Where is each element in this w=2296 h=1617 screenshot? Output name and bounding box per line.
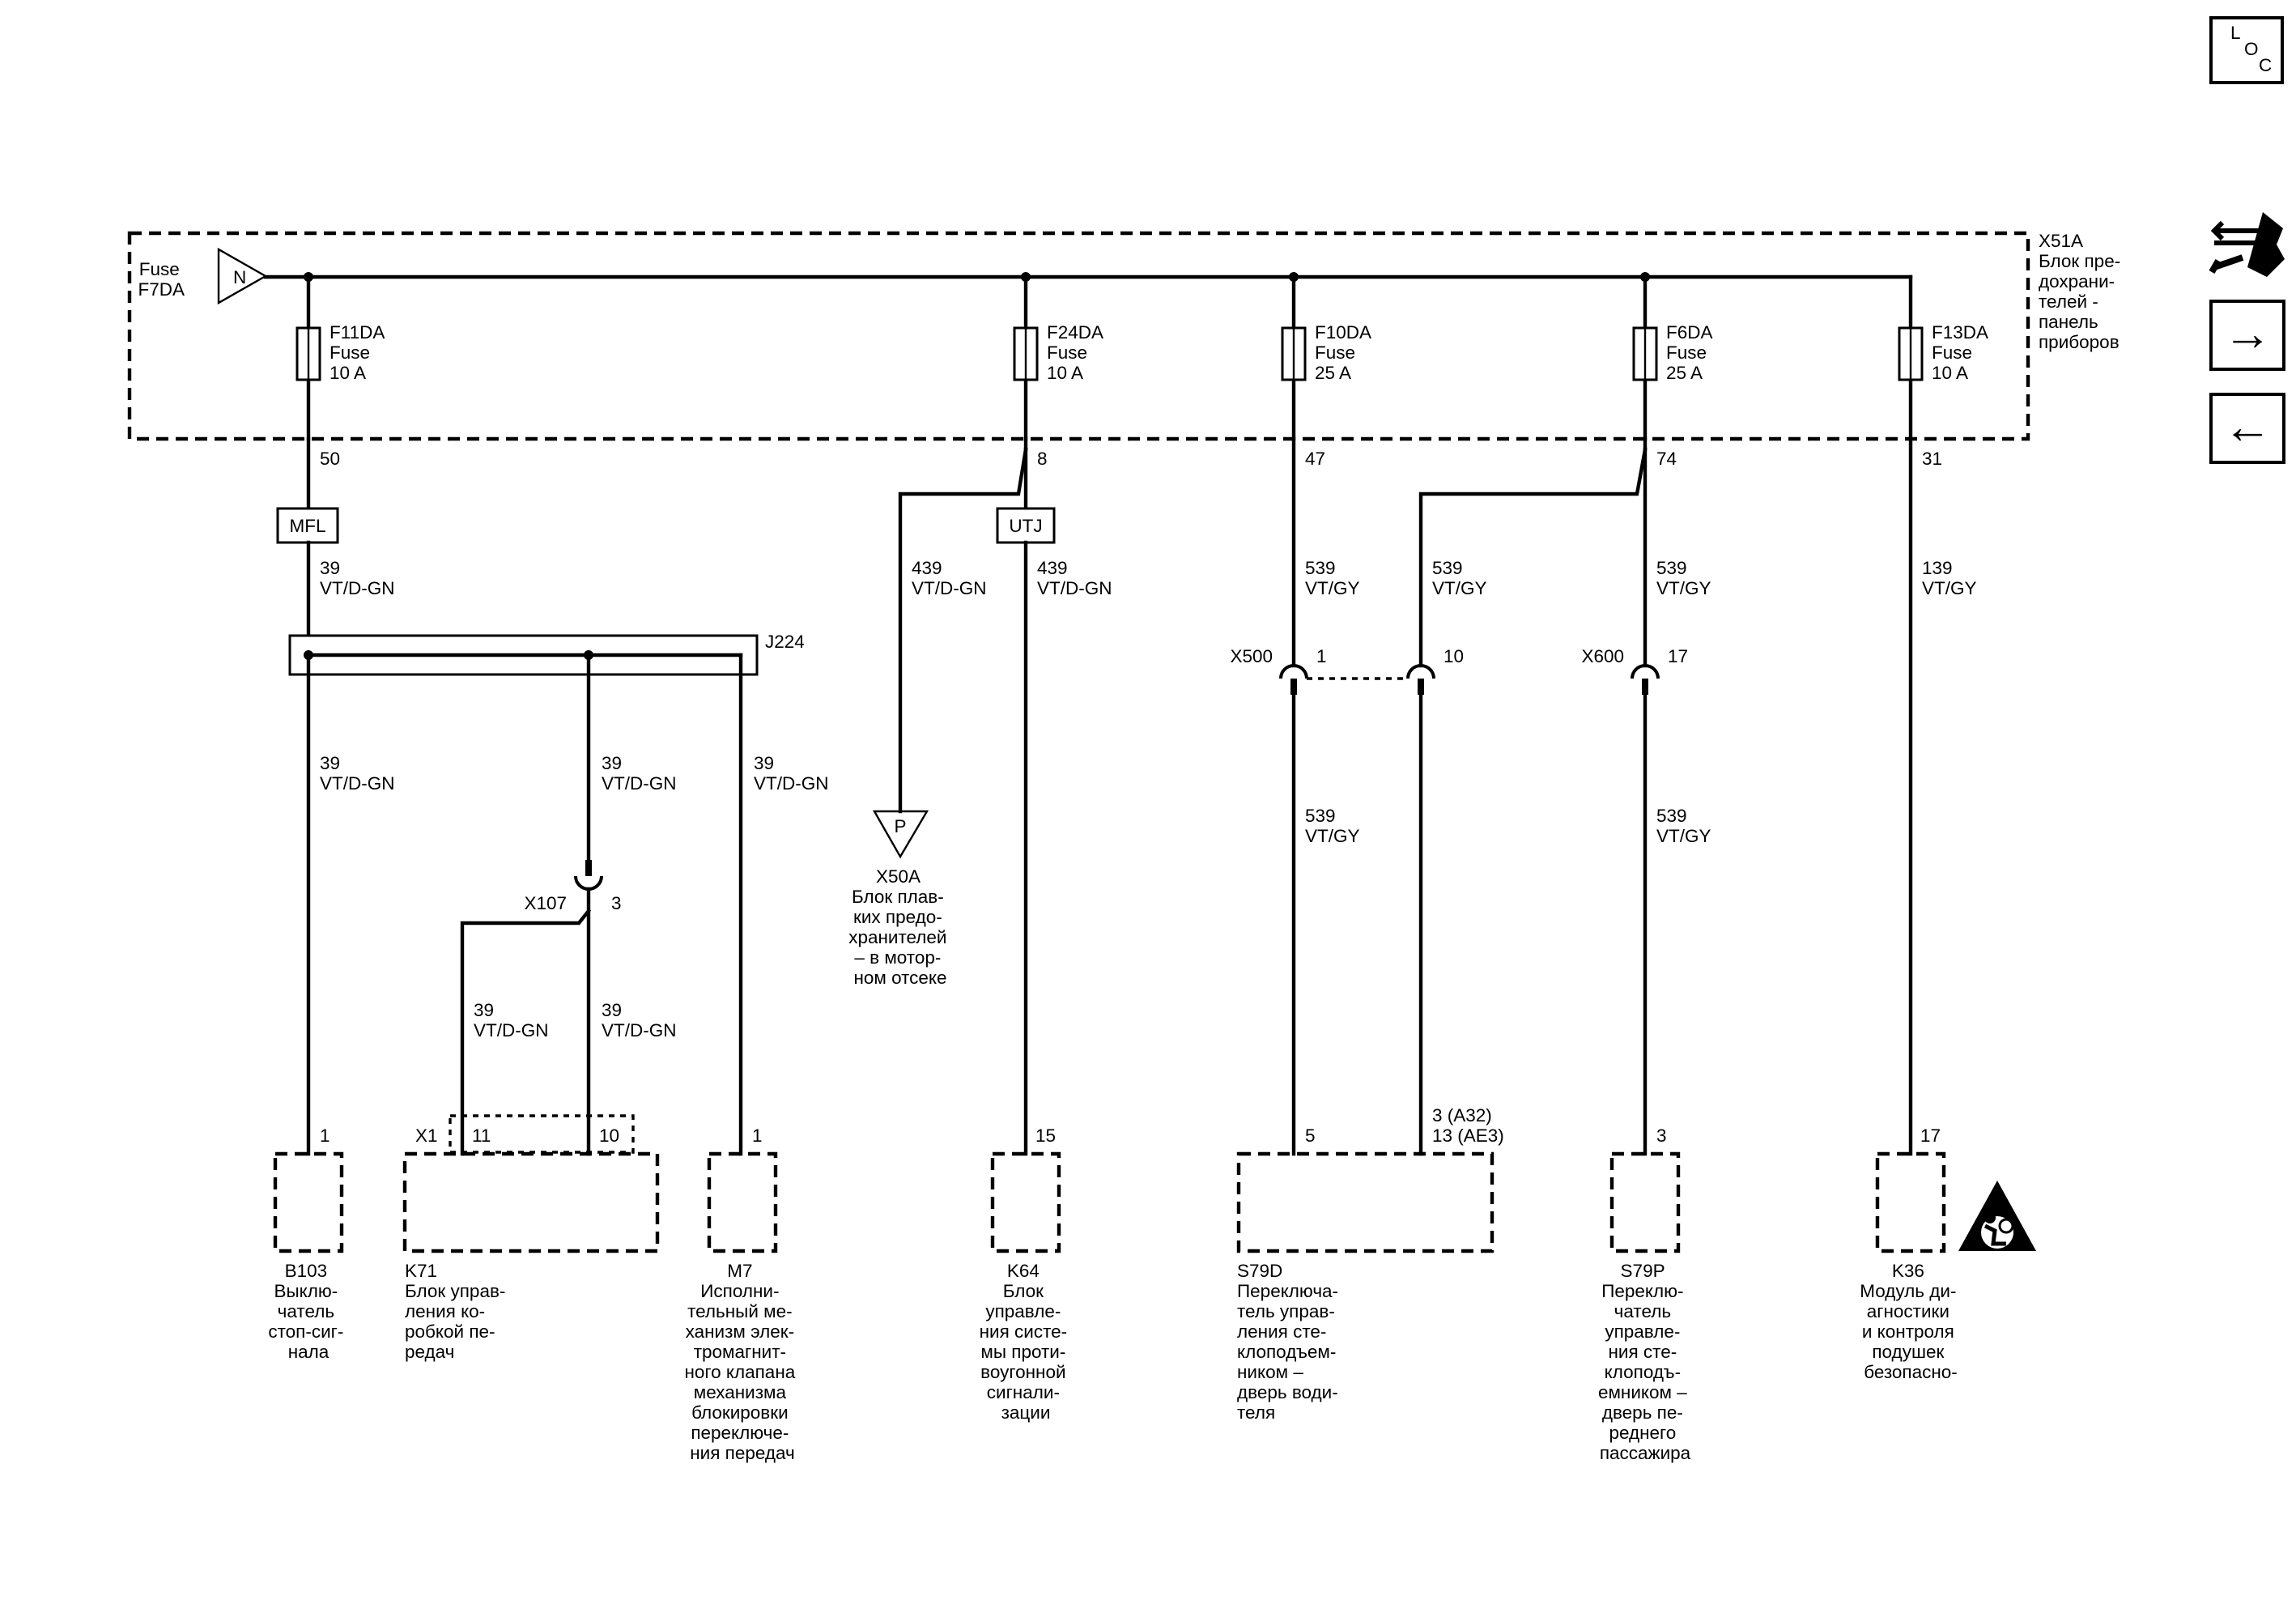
- wire-label-39-a: 39 VT/D-GN: [320, 558, 395, 598]
- svg-text:L: L: [2230, 23, 2241, 43]
- component-s79d-pin-13: 13 (AE3): [1432, 1126, 1504, 1146]
- pin-50: 50: [320, 449, 340, 469]
- fuse-label-f10da: F10DA Fuse 25 A: [1315, 322, 1375, 383]
- airbag-warning-icon: [1958, 1181, 2036, 1251]
- inline-code-utj: [996, 507, 1056, 544]
- inline-code-mfl-label: MFL: [290, 516, 326, 536]
- component-k36-label: K36 Модуль ди- агностики и контроля поду…: [1860, 1261, 1961, 1382]
- fuse-label-f6da: F6DA Fuse 25 A: [1666, 322, 1717, 383]
- svg-text:C: C: [2259, 55, 2272, 75]
- fuse-block-x51a-outline: [127, 231, 2030, 441]
- wire-label-39-d: 39 VT/D-GN: [754, 753, 829, 794]
- connector-tool-icon[interactable]: [2209, 212, 2285, 277]
- component-m7: [707, 1151, 778, 1253]
- component-s79p-pin: 3: [1656, 1126, 1667, 1146]
- svg-text:O: O: [2244, 39, 2259, 59]
- wire-label-39-e: 39 VT/D-GN: [474, 1000, 549, 1040]
- pin-47: 47: [1305, 449, 1325, 469]
- wire-label-39-b: 39 VT/D-GN: [320, 753, 395, 794]
- component-k71-pin-11: 11: [472, 1126, 491, 1146]
- connector-x600-pin: 17: [1668, 646, 1688, 666]
- wire-label-439-b: 439 VT/D-GN: [1037, 558, 1112, 598]
- connector-x600-label: X600: [1581, 646, 1624, 666]
- splice-j224: [288, 634, 759, 676]
- pin-74: 74: [1656, 449, 1677, 469]
- connector-x500-pin1-icon: [1279, 664, 1308, 679]
- component-s79d-pin-3: 3 (A32): [1432, 1105, 1492, 1126]
- component-k36: [1875, 1151, 1946, 1253]
- component-k71-connector-label: X1: [415, 1126, 438, 1146]
- fuse-block-x51a-label: X51A Блок пре- дохрани- телей - панель п…: [2039, 231, 2125, 352]
- component-m7-pin: 1: [752, 1126, 763, 1146]
- wire-label-539-e: 539 VT/GY: [1656, 806, 1711, 846]
- component-s79d-pin-5: 5: [1305, 1126, 1316, 1146]
- wire-label-439-a: 439 VT/D-GN: [912, 558, 987, 598]
- component-k36-pin: 17: [1920, 1126, 1941, 1146]
- pin-31: 31: [1922, 449, 1942, 469]
- feed-fuse-label: Fuse F7DA: [138, 259, 185, 300]
- inline-code-utj-label: UTJ: [1009, 516, 1042, 536]
- wire-label-39-c: 39 VT/D-GN: [602, 753, 677, 794]
- feed-triangle-n: [217, 247, 268, 305]
- wire-label-539-b: 539 VT/GY: [1432, 558, 1487, 598]
- connector-x600-icon: [1631, 664, 1660, 679]
- component-s79p-label: S79P Переклю- чатель управле- ния сте- к…: [1598, 1261, 1692, 1463]
- connector-x107-label: X107: [524, 893, 567, 913]
- pin-8: 8: [1037, 449, 1048, 469]
- fuse-block-x50a-triangle: [872, 810, 929, 859]
- connector-x500-pin-a: 1: [1316, 646, 1327, 666]
- connector-x107-icon: [574, 875, 603, 891]
- component-k71: [402, 1151, 660, 1253]
- connector-x500-pin-b: 10: [1444, 646, 1464, 666]
- component-k64-pin: 15: [1035, 1126, 1056, 1146]
- connector-x500-label: X500: [1230, 646, 1273, 666]
- fuse-label-f13da: F13DA Fuse 10 A: [1932, 322, 1992, 383]
- fuse-block-x50a-label: X50A Блок плав- ких предо- хранителей – …: [848, 866, 952, 988]
- component-s79p: [1609, 1151, 1681, 1253]
- prev-page-button[interactable]: ←: [2209, 393, 2285, 464]
- component-b103-pin: 1: [320, 1126, 330, 1146]
- wire-label-539-d: 539 VT/GY: [1305, 806, 1360, 846]
- component-k64: [990, 1151, 1061, 1253]
- wire-label-139: 139 VT/GY: [1922, 558, 1977, 598]
- arrow-right-icon: →: [2223, 306, 2272, 360]
- loc-button[interactable]: L O C: [2209, 16, 2284, 84]
- arrow-left-icon: ←: [2223, 399, 2272, 453]
- component-s79d: [1236, 1151, 1495, 1253]
- component-k71-pin-10: 10: [599, 1126, 619, 1146]
- wire-label-39-f: 39 VT/D-GN: [602, 1000, 677, 1040]
- splice-j224-label: J224: [765, 632, 805, 652]
- component-s79d-label: S79D Переключа- тель управ- ления сте- к…: [1237, 1261, 1343, 1423]
- component-b103: [273, 1151, 344, 1253]
- next-page-button[interactable]: →: [2209, 300, 2285, 371]
- component-k64-label: K64 Блок управле- ния систе- мы проти- в…: [980, 1261, 1073, 1423]
- fuse-label-f11da: F11DA Fuse 10 A: [330, 322, 389, 383]
- wire-label-539-c: 539 VT/GY: [1656, 558, 1711, 598]
- fuse-label-f24da: F24DA Fuse 10 A: [1047, 322, 1108, 383]
- component-m7-label: M7 Исполни- тельный ме- ханизм элек- тро…: [684, 1261, 800, 1463]
- component-k71-label: K71 Блок управ- ления ко- робкой пе- ред…: [405, 1261, 511, 1362]
- wire-label-539-a: 539 VT/GY: [1305, 558, 1360, 598]
- fuse-block-x50a-letter: P: [894, 816, 906, 836]
- connector-x500-pin10-icon: [1406, 664, 1435, 679]
- component-b103-label: B103 Выклю- чатель стоп-сиг- нала: [268, 1261, 348, 1362]
- connector-x107-pin: 3: [611, 893, 622, 913]
- feed-triangle-letter: N: [233, 267, 246, 287]
